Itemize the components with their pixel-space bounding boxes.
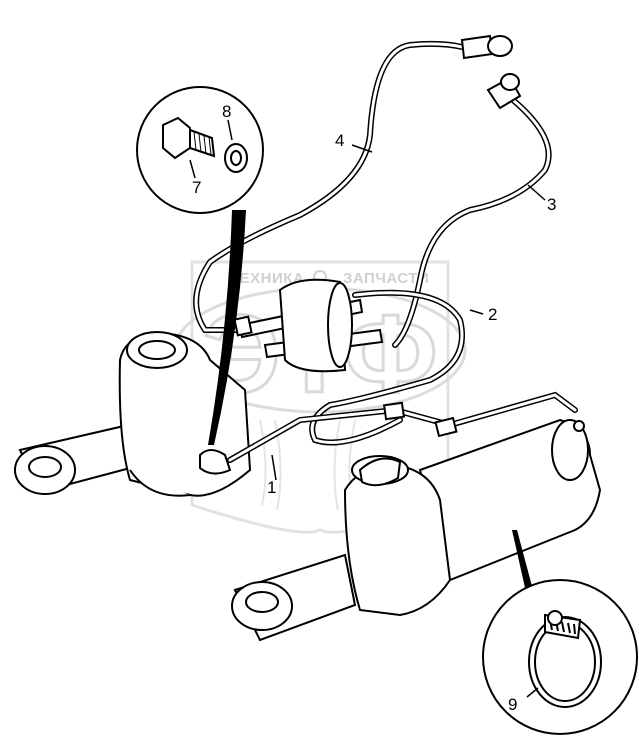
rigid-tube-upper — [238, 278, 384, 373]
callout-4: 4 — [335, 131, 344, 150]
watermark-left-text: ТЕХНИКА — [230, 270, 304, 287]
callout-7: 7 — [192, 178, 201, 197]
detail-circle-fitting — [136, 86, 264, 214]
hose-clamp — [528, 610, 602, 708]
callout-9: 9 — [508, 695, 517, 714]
fittings — [199, 34, 522, 487]
detail-leader-9 — [512, 530, 533, 592]
watermark-right-text: ЗАПЧАСТИ — [343, 270, 429, 287]
detail-circle-clamp — [482, 579, 638, 735]
callout-3: 3 — [547, 195, 556, 214]
detail-leader-7-8 — [208, 210, 246, 445]
sealing-washer — [224, 143, 248, 173]
leader-lines — [189, 119, 546, 698]
callout-8: 8 — [222, 102, 231, 121]
callout-1: 1 — [267, 478, 276, 497]
front-cylinder — [231, 418, 602, 642]
callout-2: 2 — [488, 305, 497, 324]
union-fitting — [162, 116, 216, 160]
hose-4-inner — [194, 42, 464, 332]
